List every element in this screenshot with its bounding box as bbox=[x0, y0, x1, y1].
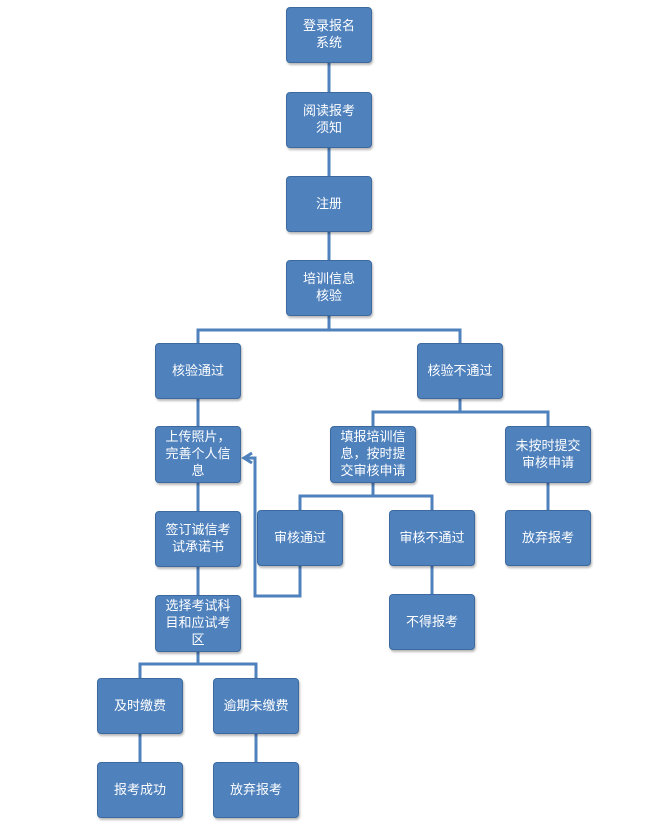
connector-reviewpass-return bbox=[244, 456, 302, 598]
node-success: 报考成功 bbox=[97, 762, 183, 818]
node-pay-on-time: 及时缴费 bbox=[97, 678, 183, 734]
connector-fill-reviewfail bbox=[373, 494, 434, 510]
node-check-fail: 核验不通过 bbox=[417, 343, 503, 399]
node-give-up-1: 放弃报考 bbox=[505, 510, 591, 566]
node-overdue: 逾期未缴费 bbox=[213, 678, 299, 734]
node-fill-training: 填报培训信 息，按时提 交审核申请 bbox=[330, 426, 416, 483]
node-give-up-2: 放弃报考 bbox=[213, 762, 299, 818]
connector-training-split bbox=[196, 315, 331, 343]
node-check-pass: 核验通过 bbox=[155, 343, 241, 399]
node-review-fail: 审核不通过 bbox=[389, 510, 475, 566]
node-login-system: 登录报名 系统 bbox=[286, 7, 372, 63]
node-not-submit: 未按时提交 审核申请 bbox=[505, 426, 591, 483]
node-choose-subject: 选择考试科 目和应试考 区 bbox=[155, 595, 241, 652]
node-read-notice: 阅读报考 须知 bbox=[286, 92, 372, 148]
node-upload-photo: 上传照片， 完善个人信 息 bbox=[155, 426, 241, 483]
node-review-pass: 审核通过 bbox=[257, 510, 343, 566]
connector-fail-split bbox=[371, 398, 462, 426]
connector-choose-overdue bbox=[198, 662, 258, 678]
node-no-register: 不得报考 bbox=[389, 594, 475, 650]
connector-fail-notsubmit bbox=[460, 410, 550, 426]
connector-training-fail bbox=[329, 328, 462, 343]
connector-choose-split bbox=[138, 651, 200, 678]
node-register: 注册 bbox=[286, 176, 372, 232]
node-training-check: 培训信息 核验 bbox=[286, 260, 372, 316]
arrowhead-upload bbox=[241, 451, 253, 465]
connector-fill-split bbox=[298, 482, 375, 510]
node-sign-letter: 签订诚信考 试承诺书 bbox=[155, 511, 241, 567]
